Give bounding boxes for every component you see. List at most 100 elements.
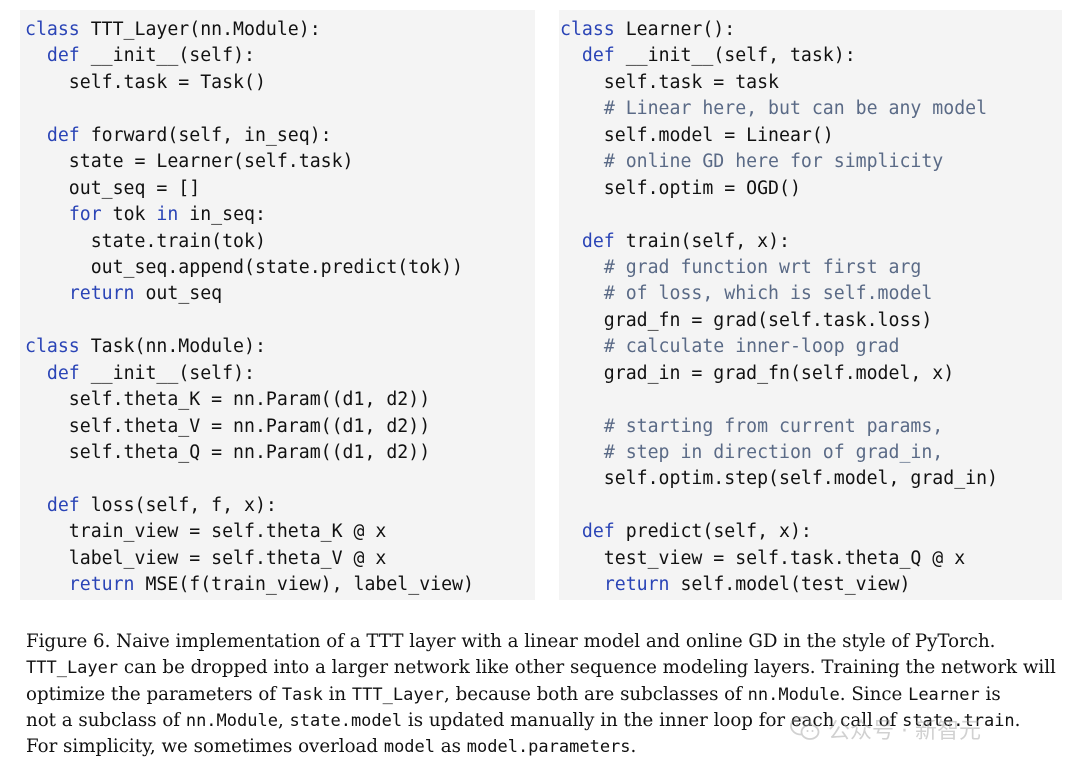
caption-text: Figure 6. Naive implementation of a TTT … [26, 631, 996, 652]
code-comment: # starting from current params, [603, 415, 944, 437]
code-text [25, 363, 47, 384]
code-text [560, 151, 604, 172]
code-text [25, 45, 47, 66]
caption-code: state.train [902, 710, 1015, 731]
code-text: grad_fn = grad(self.task.loss) [560, 309, 933, 331]
code-right-line: # calculate inner-loop grad [559, 334, 1062, 360]
code-comment: # Linear here, but can be any model [603, 98, 988, 120]
code-left-line: state = Learner(self.task) [20, 149, 535, 175]
code-left-line [20, 96, 535, 122]
code-text [560, 574, 604, 595]
code-text: out_seq = [] [25, 177, 201, 199]
code-text: in_seq: [178, 204, 266, 226]
code-text: tok [101, 204, 157, 226]
code-right-line: test_view = self.task.theta_Q @ x [559, 546, 1062, 572]
code-keyword: def [46, 362, 80, 384]
caption-code: state.model [289, 710, 403, 731]
code-right-line: # online GD here for simplicity [559, 149, 1062, 175]
code-comment: # online GD here for simplicity [603, 151, 944, 173]
code-right-line: self.model = Linear() [559, 123, 1062, 149]
caption-code: nn.Module [747, 684, 840, 705]
code-text: self.optim.step(self.model, grad_in) [560, 468, 998, 490]
code-text [560, 45, 582, 66]
code-right-line: grad_in = grad_fn(self.model, x) [559, 361, 1062, 387]
code-text: label_view = self.theta_V @ x [25, 547, 387, 569]
caption-code: nn.Module [185, 710, 278, 731]
code-right-line [559, 202, 1062, 228]
caption-text: , [277, 709, 290, 731]
code-keyword: class [25, 336, 80, 358]
code-text [560, 98, 604, 119]
code-text: train_view = self.theta_K @ x [25, 521, 387, 543]
wechat-icon [790, 716, 820, 740]
code-text: self.optim = OGD() [560, 177, 801, 199]
code-text [25, 204, 69, 225]
caption-text: , because both are subclasses of [444, 683, 748, 705]
caption-line: TTT_Layer can be dropped into a larger n… [26, 655, 1078, 681]
code-right-line: # of loss, which is self.model [559, 281, 1062, 307]
code-left-line: state.train(tok) [20, 229, 535, 255]
caption-text: . [630, 736, 637, 758]
code-text: Learner(): [614, 19, 736, 40]
caption-line: For simplicity, we sometimes overload mo… [26, 734, 1078, 760]
code-text: state.train(tok) [25, 230, 266, 252]
code-right-line: # step in direction of grad_in, [559, 440, 1062, 466]
code-block-right: class Learner(): def __init__(self, task… [559, 10, 1062, 600]
code-right-line: # starting from current params, [559, 414, 1062, 440]
code-left-line: def __init__(self): [20, 43, 535, 69]
code-text: predict(self, x): [614, 521, 812, 543]
code-keyword: def [581, 45, 615, 67]
code-block-left: class TTT_Layer(nn.Module): def __init__… [20, 10, 535, 600]
code-keyword: def [581, 521, 615, 543]
code-keyword: return [68, 574, 135, 596]
code-text [25, 125, 47, 146]
code-text: out_seq [134, 283, 223, 305]
code-right-line: # grad function wrt first arg [559, 255, 1062, 281]
code-left-line [20, 466, 535, 492]
code-right-line [559, 387, 1062, 413]
code-left-line: train_view = self.theta_K @ x [20, 519, 535, 545]
caption-line: Figure 6. Naive implementation of a TTT … [26, 629, 1078, 655]
code-left-line: label_view = self.theta_V @ x [20, 546, 535, 572]
code-text [560, 231, 582, 252]
code-left-line: def forward(self, in_seq): [20, 123, 535, 149]
code-text: test_view = self.task.theta_Q @ x [560, 547, 966, 569]
caption-text: . [1014, 709, 1021, 731]
code-keyword: return [603, 574, 670, 596]
code-text [25, 283, 69, 304]
code-left-line: class TTT_Layer(nn.Module): [20, 17, 535, 43]
caption-text: For simplicity, we sometimes overload [26, 736, 384, 758]
code-comment: # grad function wrt first arg [603, 256, 922, 278]
watermark: 公众号 · 新智元 [790, 713, 981, 745]
code-right-line: class Learner(): [559, 17, 1062, 43]
code-text: Task(nn.Module): [79, 336, 266, 358]
caption-text: as [435, 736, 467, 758]
code-keyword: class [25, 19, 80, 40]
code-keyword: def [46, 124, 80, 146]
code-text [25, 574, 69, 595]
caption-code: Learner [908, 684, 980, 705]
code-keyword: for [68, 204, 102, 226]
code-text: loss(self, f, x): [79, 494, 277, 516]
code-text: self.model = Linear() [560, 124, 834, 146]
code-text: out_seq.append(state.predict(tok)) [25, 256, 463, 278]
code-keyword: def [46, 494, 80, 516]
code-text: forward(self, in_seq): [79, 124, 332, 146]
code-left-line: out_seq = [] [20, 176, 535, 202]
watermark-text: 公众号 · 新智元 [828, 719, 981, 744]
caption-code: model.parameters [466, 737, 631, 758]
caption-text: optimize the parameters of [26, 683, 282, 705]
code-left-line: def loss(self, f, x): [20, 493, 535, 519]
code-text: train(self, x): [614, 230, 790, 252]
code-keyword: def [581, 230, 615, 252]
caption-text: is updated manually in the inner loop fo… [402, 709, 903, 731]
code-text: self.task = Task() [25, 71, 266, 93]
figure-caption: Figure 6. Naive implementation of a TTT … [26, 629, 1078, 760]
caption-line: not a subclass of nn.Module, state.model… [26, 708, 1078, 734]
code-keyword: return [68, 283, 135, 305]
code-left-line: self.theta_Q = nn.Param((d1, d2)) [20, 440, 535, 466]
code-left-line: out_seq.append(state.predict(tok)) [20, 255, 535, 281]
code-right-line: self.optim = OGD() [559, 176, 1062, 202]
caption-code: TTT_Layer [26, 658, 119, 679]
